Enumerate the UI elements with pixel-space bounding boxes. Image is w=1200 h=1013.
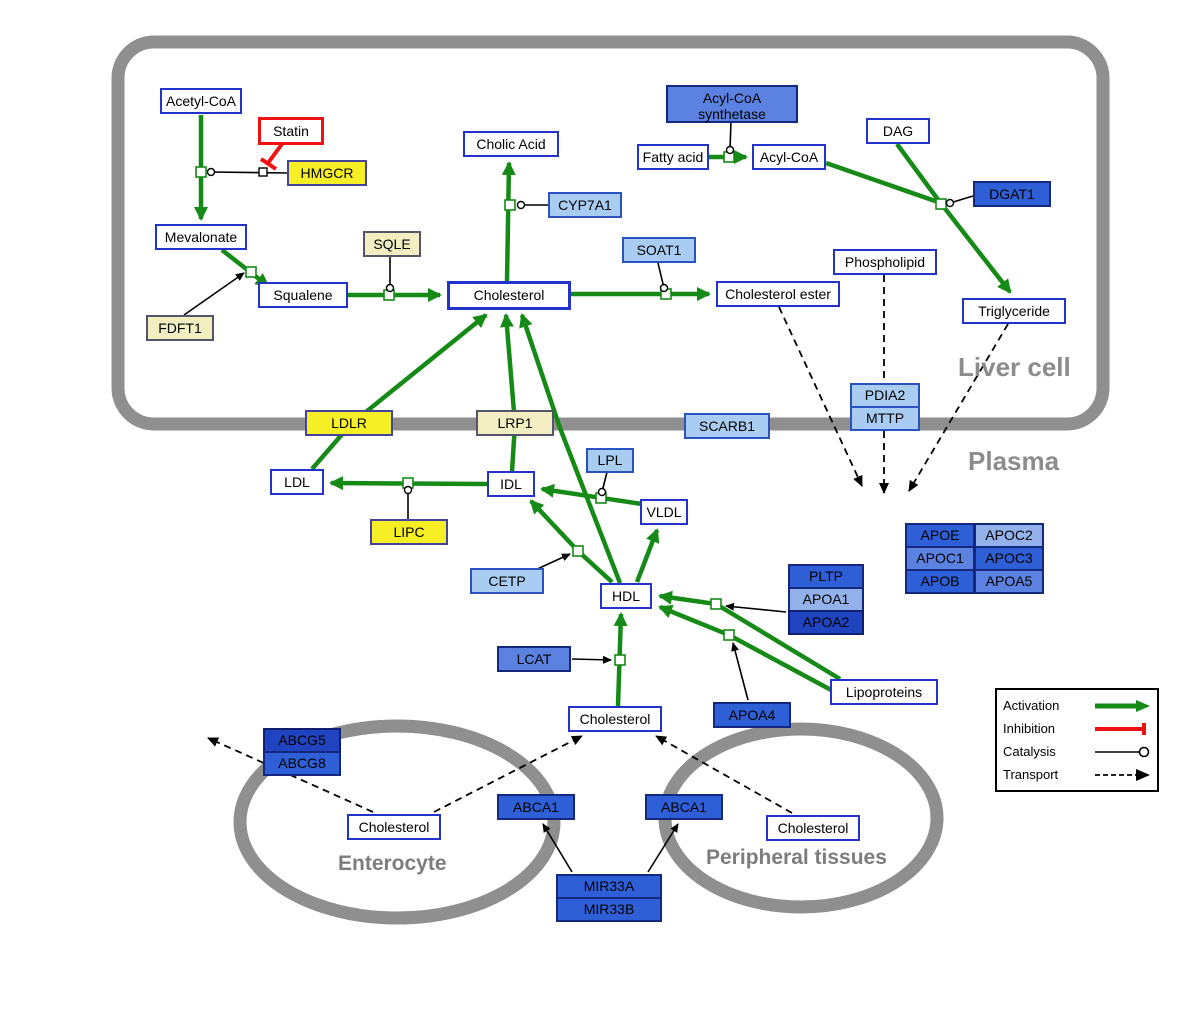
node-fatty-acid[interactable]: Fatty acid (637, 144, 709, 170)
node-apoa1[interactable]: APOA1 (788, 587, 864, 612)
liver-cell-label: Liver cell (958, 352, 1071, 382)
node-mir33b[interactable]: MIR33B (556, 897, 662, 922)
legend-activation-label: Activation (1003, 698, 1060, 713)
transport-dashed-arrow-icon (1095, 768, 1150, 781)
node-apoe[interactable]: APOE (905, 523, 975, 548)
legend-row-activation: Activation (1003, 698, 1151, 713)
node-lcat[interactable]: LCAT (497, 646, 571, 672)
node-apoa4[interactable]: APOA4 (713, 702, 791, 728)
node-apoc2[interactable]: APOC2 (974, 523, 1044, 548)
node-abcg8[interactable]: ABCG8 (263, 751, 341, 776)
reaction-node-squares (195, 151, 947, 666)
node-soat1[interactable]: SOAT1 (622, 237, 696, 263)
node-acyl-coa[interactable]: Acyl-CoA (752, 144, 826, 170)
peripheral-tissues-label: Peripheral tissues (706, 846, 887, 869)
catalysis-edges (183, 120, 974, 873)
node-acyl-coa-synthetase[interactable]: Acyl-CoA synthetase (666, 85, 798, 123)
node-cholesterol-peripheral[interactable]: Cholesterol (766, 815, 860, 841)
node-idl[interactable]: IDL (487, 471, 535, 497)
node-cholesterol-plasma[interactable]: Cholesterol (568, 706, 662, 732)
node-ldl[interactable]: LDL (270, 469, 324, 495)
node-cyp7a1[interactable]: CYP7A1 (548, 192, 622, 218)
node-abca1-right[interactable]: ABCA1 (645, 794, 723, 820)
node-cholesterol-liver[interactable]: Cholesterol (447, 281, 571, 310)
node-phospholipid[interactable]: Phospholipid (833, 249, 937, 275)
legend-inhibition-label: Inhibition (1003, 721, 1056, 736)
node-cholesterol-enterocyte[interactable]: Cholesterol (347, 814, 441, 840)
node-sqle[interactable]: SQLE (363, 231, 421, 257)
node-dgat1[interactable]: DGAT1 (973, 181, 1051, 207)
legend-box: Activation Inhibition Catalysis Transpor… (995, 688, 1159, 792)
catalysis-circle-icon (1095, 746, 1150, 757)
legend-transport-label: Transport (1003, 767, 1059, 782)
enterocyte-membrane (233, 719, 561, 925)
node-lipc[interactable]: LIPC (370, 519, 448, 545)
node-apoa5[interactable]: APOA5 (974, 569, 1044, 594)
catalysis-endpoint-circles (206, 145, 955, 497)
node-squalene[interactable]: Squalene (258, 282, 348, 308)
enterocyte-label: Enterocyte (338, 852, 447, 875)
node-acetyl-coa[interactable]: Acetyl-CoA (160, 88, 242, 114)
node-vldl[interactable]: VLDL (640, 499, 688, 525)
inhibition-tbar-icon (1095, 722, 1146, 735)
node-apoc1[interactable]: APOC1 (905, 546, 975, 571)
node-mevalonate[interactable]: Mevalonate (155, 224, 247, 250)
inhibition-edge-statin (259, 142, 284, 171)
node-dag[interactable]: DAG (866, 118, 930, 144)
node-hmgcr[interactable]: HMGCR (287, 160, 367, 186)
legend-row-transport: Transport (1003, 767, 1151, 782)
legend-row-inhibition: Inhibition (1003, 721, 1151, 736)
node-apoa2[interactable]: APOA2 (788, 610, 864, 635)
node-cetp[interactable]: CETP (470, 568, 544, 594)
node-lrp1[interactable]: LRP1 (476, 410, 554, 436)
node-mttp[interactable]: MTTP (850, 406, 920, 431)
node-lpl[interactable]: LPL (586, 448, 634, 473)
node-pltp[interactable]: PLTP (788, 564, 864, 589)
legend-row-catalysis: Catalysis (1003, 744, 1151, 759)
node-ldlr[interactable]: LDLR (305, 410, 393, 436)
node-pdia2[interactable]: PDIA2 (850, 383, 920, 408)
node-mir33a[interactable]: MIR33A (556, 874, 662, 899)
node-triglyceride[interactable]: Triglyceride (962, 298, 1066, 324)
node-scarb1[interactable]: SCARB1 (684, 413, 770, 439)
node-abcg5[interactable]: ABCG5 (263, 728, 341, 753)
node-cholesterol-ester[interactable]: Cholesterol ester (716, 281, 840, 307)
node-abca1-left[interactable]: ABCA1 (497, 794, 575, 820)
node-apoc3[interactable]: APOC3 (974, 546, 1044, 571)
plasma-label: Plasma (968, 446, 1060, 476)
activation-arrow-icon (1095, 699, 1150, 712)
node-apob[interactable]: APOB (905, 569, 975, 594)
legend-catalysis-label: Catalysis (1003, 744, 1056, 759)
node-fdft1[interactable]: FDFT1 (146, 315, 214, 341)
node-cholic-acid[interactable]: Cholic Acid (463, 131, 559, 157)
node-hdl[interactable]: HDL (600, 583, 652, 609)
node-statin[interactable]: Statin (258, 117, 324, 145)
liver-cell-membrane (111, 35, 1110, 431)
node-lipoproteins[interactable]: Lipoproteins (830, 679, 938, 705)
